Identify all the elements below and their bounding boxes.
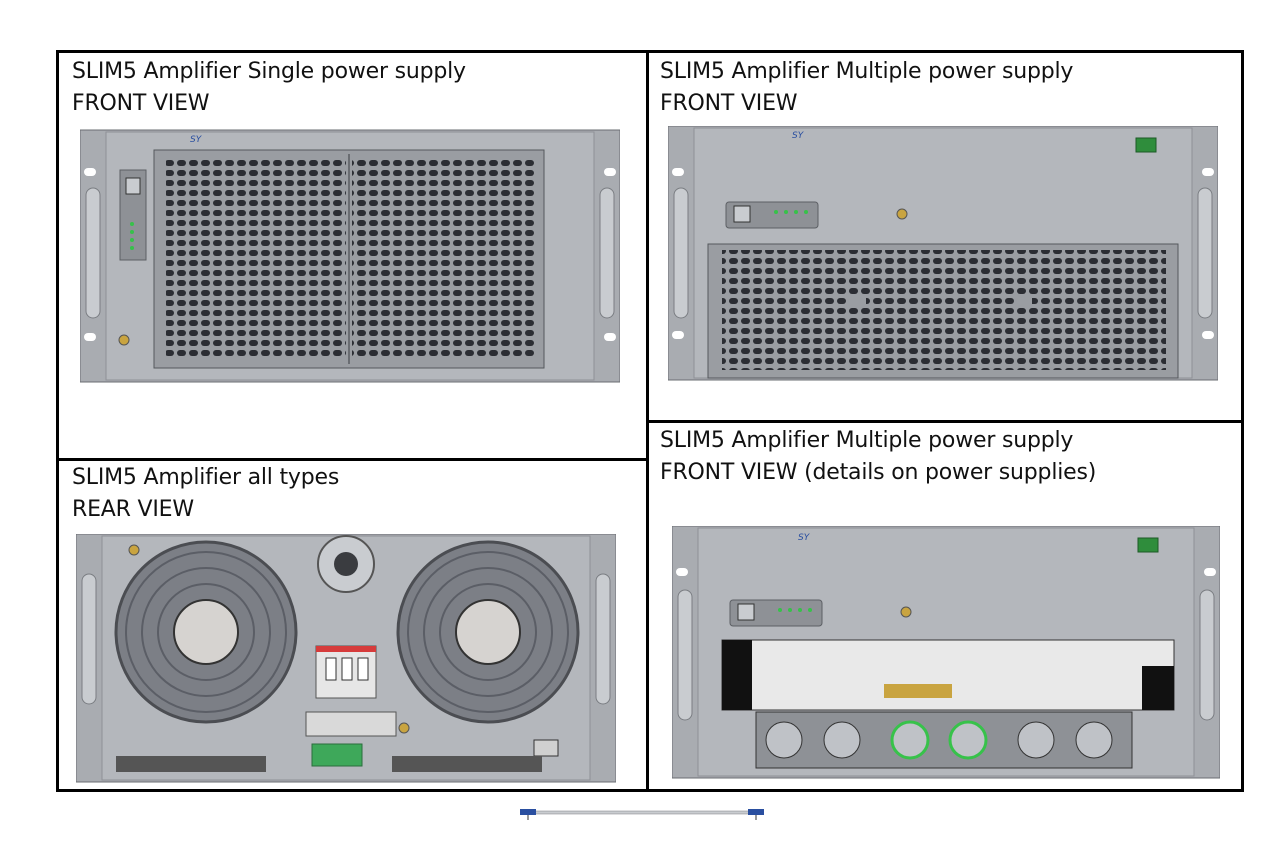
diagram-sheet <box>56 50 1244 792</box>
rack-front-single-illustration: SY <box>80 128 620 384</box>
scale-bar-graphic <box>519 806 765 820</box>
divider-right-horizontal <box>649 420 1241 423</box>
divider-left-horizontal <box>59 458 646 461</box>
panel-title: SLIM5 Amplifier Multiple power supply <box>660 428 1074 453</box>
svg-text:SY: SY <box>792 131 805 141</box>
svg-text:SY: SY <box>190 135 203 145</box>
divider-vertical <box>646 53 649 789</box>
svg-text:SY: SY <box>798 533 811 543</box>
rack-front-details-illustration: SY <box>672 526 1220 780</box>
rack-rear-illustration <box>76 534 616 784</box>
panel-title: SLIM5 Amplifier all types <box>72 465 340 490</box>
panel-subtitle: FRONT VIEW <box>660 91 798 116</box>
panel-subtitle: REAR VIEW <box>72 497 194 522</box>
rack-front-multi-illustration: SY <box>668 126 1218 382</box>
panel-title: SLIM5 Amplifier Single power supply <box>72 59 466 84</box>
panel-title: SLIM5 Amplifier Multiple power supply <box>660 59 1074 84</box>
panel-subtitle: FRONT VIEW <box>72 91 210 116</box>
panel-subtitle: FRONT VIEW (details on power supplies) <box>660 460 1097 485</box>
